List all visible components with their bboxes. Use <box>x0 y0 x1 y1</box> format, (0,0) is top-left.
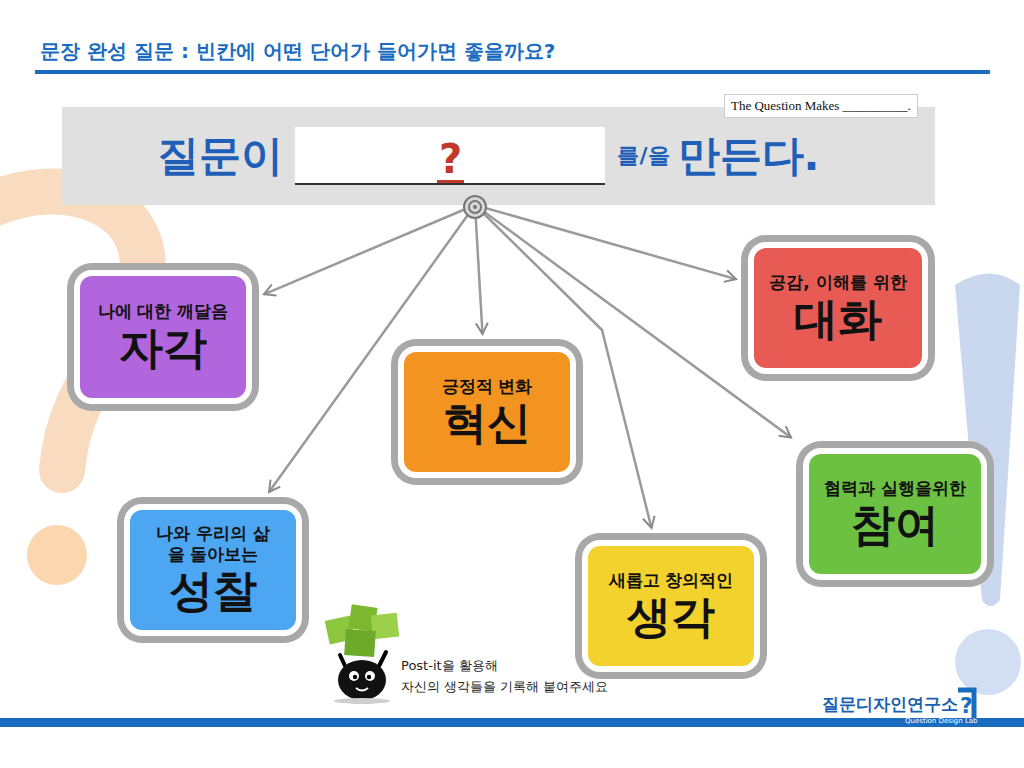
keyword: 혁신 <box>443 398 531 449</box>
english-sentence: The Question Makes __________. <box>731 98 911 113</box>
question-dot-decor <box>27 525 87 585</box>
keyword: 생각 <box>627 592 715 643</box>
organization-english: Question Design Lab <box>905 718 978 726</box>
keyword: 자각 <box>119 323 207 374</box>
reflection-box: 나와 우리의 삶을 돌아보는성찰 <box>130 510 296 630</box>
thinking-box: 새롭고 창의적인생각 <box>588 546 754 666</box>
awareness-box: 나에 대한 깨달음자각 <box>80 276 246 398</box>
keyword-subtitle: 나와 우리의 삶을 돌아보는 <box>149 523 277 564</box>
arrow-connector <box>475 205 483 334</box>
keyword: 참여 <box>851 500 939 551</box>
mascot <box>325 604 399 704</box>
logo-question-mark: ? <box>960 694 973 718</box>
sentence-word: 질문이 <box>157 128 283 184</box>
keyword-subtitle: 공감, 이해를 위한 <box>769 272 906 292</box>
keyword: 대화 <box>794 294 882 345</box>
keyword-subtitle: 긍정적 변화 <box>442 376 533 396</box>
title-rule <box>35 70 990 74</box>
dialogue-box: 공감, 이해를 위한대화 <box>754 248 922 368</box>
exclamation-dot-decor <box>955 629 1021 695</box>
sentence-word: 만든다. <box>678 128 820 184</box>
blank-question-mark: ? <box>437 139 464 183</box>
instruction-note: Post-it을 활용해 <box>401 659 498 673</box>
innovation-box: 긍정적 변화혁신 <box>404 352 570 472</box>
particle-text: 를/을 <box>617 141 669 171</box>
keyword-subtitle: 나에 대한 깨달음 <box>98 301 229 321</box>
footer-bar <box>0 718 1024 727</box>
sentence-band: 질문이?를/을만든다.The Question Makes __________… <box>62 107 935 205</box>
english-sentence-tag: The Question Makes __________. <box>724 94 918 118</box>
answer-blank: ? <box>295 127 605 185</box>
instruction-note: 자신의 생각들을 기록해 붙여주세요 <box>401 680 608 694</box>
keyword: 성찰 <box>169 566 257 617</box>
organization-name: 질문디자인연구소 <box>822 695 958 714</box>
page-title: 문장 완성 질문 : 빈칸에 어떤 단어가 들어가면 좋을까요? <box>40 38 555 65</box>
keyword-subtitle: 협력과 실행을위한 <box>824 478 966 498</box>
participation-box: 협력과 실행을위한참여 <box>809 454 981 574</box>
keyword-subtitle: 새롭고 창의적인 <box>609 570 734 590</box>
